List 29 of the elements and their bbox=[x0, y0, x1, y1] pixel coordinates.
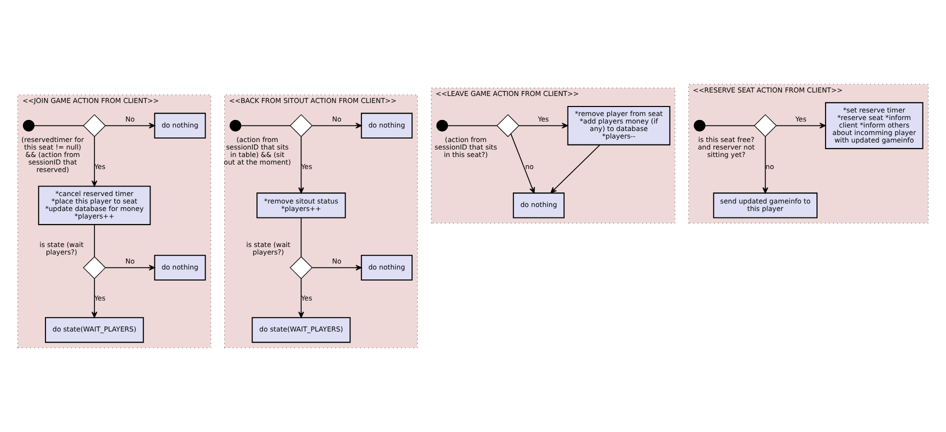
arrow bbox=[105, 122, 156, 129]
arrow bbox=[312, 122, 362, 129]
arrow bbox=[510, 133, 535, 194]
arrow bbox=[518, 122, 568, 129]
node-diamond bbox=[290, 256, 313, 280]
arrow bbox=[550, 144, 600, 194]
node-circle bbox=[22, 120, 35, 132]
connector bbox=[34, 125, 84, 126]
arrow bbox=[762, 136, 768, 194]
node-circle bbox=[436, 120, 448, 132]
connector bbox=[240, 125, 291, 126]
node-diamond bbox=[290, 114, 313, 138]
arrow bbox=[312, 264, 362, 271]
node-circle bbox=[230, 120, 242, 132]
arrow bbox=[776, 122, 826, 129]
node-diamond bbox=[496, 114, 520, 138]
connector bbox=[94, 224, 95, 258]
connector bbox=[300, 217, 302, 258]
arrow bbox=[105, 264, 156, 271]
arrow bbox=[92, 278, 98, 318]
arrow bbox=[298, 136, 304, 194]
node-diamond bbox=[82, 114, 106, 138]
node-diamond bbox=[754, 114, 777, 138]
arrow bbox=[298, 278, 304, 318]
connector bbox=[447, 125, 498, 126]
node-circle bbox=[694, 120, 706, 132]
node-diamond bbox=[82, 256, 106, 280]
connector bbox=[704, 125, 755, 126]
arrow bbox=[92, 136, 98, 187]
